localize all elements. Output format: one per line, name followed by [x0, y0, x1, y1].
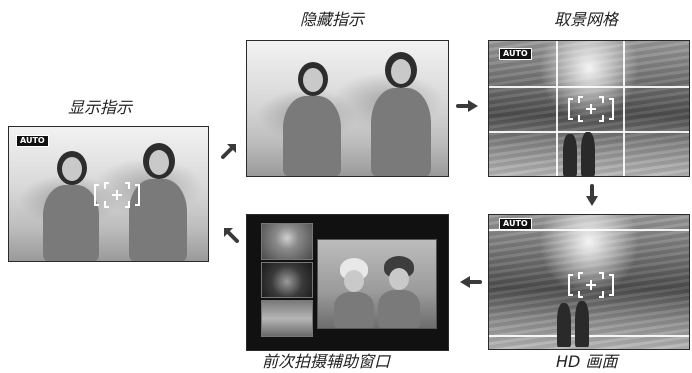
arrow-icon: [224, 228, 239, 243]
previous-shot-thumbnail: [261, 223, 313, 260]
person-left: [41, 151, 101, 261]
person-left: [334, 258, 374, 328]
previous-shots-strip: [261, 223, 313, 338]
focus-frame-icon: [568, 96, 614, 122]
caption-last-shot-assist: 前次拍摄辅助窗口: [262, 352, 391, 371]
focus-frame-icon: [94, 182, 140, 208]
focus-frame-icon: [568, 272, 614, 298]
walking-couple: [555, 297, 595, 349]
auto-mode-badge: AUTO: [499, 48, 532, 60]
person-right: [127, 143, 189, 261]
person-left: [281, 62, 343, 176]
person-right: [378, 256, 420, 328]
walking-couple: [561, 128, 601, 176]
caption-hd-framing: HD 画面: [556, 352, 618, 371]
screen-hide-indicators: [246, 40, 449, 177]
current-shot-preview: [317, 239, 437, 329]
screen-hd-framing: AUTO: [488, 214, 690, 350]
arrow-icon: [586, 184, 598, 206]
caption-framing-grid: 取景网格: [554, 10, 619, 29]
screen-framing-grid: AUTO: [488, 40, 690, 177]
caption-display-indicators: 显示指示: [68, 98, 133, 117]
auto-mode-badge: AUTO: [499, 218, 532, 230]
previous-shot-thumbnail: [261, 261, 313, 299]
screen-display-indicators: AUTO: [8, 126, 209, 262]
previous-shot-thumbnail: [261, 300, 313, 338]
arrow-icon: [460, 276, 482, 288]
screen-last-shot-assist: [246, 214, 449, 351]
caption-hide-indicators: 隐藏指示: [300, 10, 365, 29]
person-right: [369, 52, 433, 176]
arrow-icon: [221, 144, 236, 159]
arrow-icon: [456, 100, 478, 112]
auto-mode-badge: AUTO: [16, 135, 49, 147]
